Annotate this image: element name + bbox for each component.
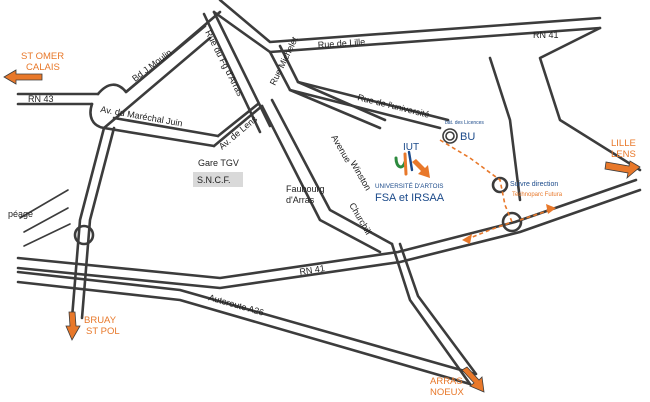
label-faubourg: Faubourg <box>286 184 325 194</box>
suggested-route <box>439 139 556 244</box>
label-rn41-top: RN 41 <box>533 30 559 40</box>
label-churchill: Churchill <box>347 201 373 236</box>
label-rn43: RN 43 <box>28 94 54 104</box>
label-marechal: Av. du Maréchal Juin <box>100 104 184 128</box>
road-arras-link <box>390 242 472 386</box>
road-fg-arras <box>202 12 262 134</box>
road-network <box>16 0 642 386</box>
arrow-lille-icon <box>604 160 641 180</box>
dest-lille-label: LILLE <box>611 138 636 149</box>
road-arras-link-2 <box>398 242 478 376</box>
label-avenue: Avenue <box>329 133 353 164</box>
roundabout-futura <box>501 211 523 233</box>
road-churchill-2 <box>270 98 394 246</box>
road-bd-moulin <box>102 36 212 130</box>
road-rn41-bottom <box>16 188 642 290</box>
dest-calais-label: CALAIS <box>26 62 60 73</box>
label-universite-artois: UNIVERSITÉ D'ARTOIS <box>375 181 444 190</box>
label-winston: Winston <box>348 159 373 192</box>
road-east <box>538 26 642 172</box>
road-universite-2 <box>296 80 450 122</box>
road-left-ring-2 <box>89 102 106 130</box>
dest-st-omer-label: ST OMER <box>21 51 64 62</box>
road-a26-2 <box>16 270 477 376</box>
arrow-iut-icon <box>412 159 430 178</box>
route-arrow-west <box>462 234 472 244</box>
road-marechal-juin <box>102 126 216 148</box>
roundabout-left <box>73 224 95 246</box>
sncf-box <box>193 172 243 187</box>
road-av-lens-2 <box>216 102 260 138</box>
arrow-arras-icon <box>461 366 485 393</box>
bu-circle-inner <box>445 131 455 141</box>
label-a26: Autoroute A26 <box>207 292 265 317</box>
roundabout-east <box>491 176 509 194</box>
road-bd-moulin-2 <box>124 24 207 94</box>
label-bat-licences: bât. des Licences <box>445 120 484 126</box>
road-av-lens <box>212 104 264 148</box>
label-peage: péage <box>8 209 33 219</box>
label-bd-moulin: Bd J.Moulin <box>130 47 174 83</box>
dest-arras-label: ARRAS <box>430 376 463 387</box>
label-fsa-irsaa: FSA et IRSAA <box>375 192 445 204</box>
label-suivre-direction: Suivre direction <box>510 181 558 188</box>
road-marechal-juin-2 <box>112 116 220 138</box>
universite-artois-logo-icon <box>394 150 414 176</box>
road-bruay-2 <box>80 126 116 320</box>
label-sncf: S.N.C.F. <box>197 175 231 185</box>
dest-st-pol-label: ST POL <box>86 326 120 337</box>
label-gare-tgv: Gare TGV <box>198 158 239 168</box>
route-arrow-east <box>546 204 556 214</box>
road-churchill <box>260 104 382 254</box>
route-path <box>439 139 514 239</box>
road-peage-3 <box>23 223 71 247</box>
label-rn41-bottom: RN 41 <box>299 263 326 277</box>
label-bu: BU <box>460 131 475 143</box>
road-peage-1 <box>19 189 69 219</box>
road-a26 <box>16 280 472 386</box>
road-bruay <box>70 126 106 320</box>
destination-arrows <box>3 69 641 393</box>
arrow-st-omer-icon <box>3 69 43 85</box>
label-iut: IUT <box>403 142 419 153</box>
road-peage-2 <box>23 207 69 233</box>
dest-noeux-label: NOEUX <box>430 387 464 398</box>
road-east-2 <box>488 56 522 202</box>
dest-bruay-label: BRUAY <box>84 315 117 326</box>
route-path-east <box>519 209 551 221</box>
arrow-bruay-icon <box>65 311 81 341</box>
label-technoparc: Technoparc Futura <box>512 192 563 198</box>
road-universite <box>288 88 442 130</box>
label-darras: d'Arras <box>286 195 315 205</box>
road-rue-lille-2 <box>218 0 602 44</box>
label-rue-lille: Rue de Lille <box>317 37 365 50</box>
dest-lens-label: LENS <box>611 149 636 160</box>
roundabout-bu <box>442 128 458 144</box>
